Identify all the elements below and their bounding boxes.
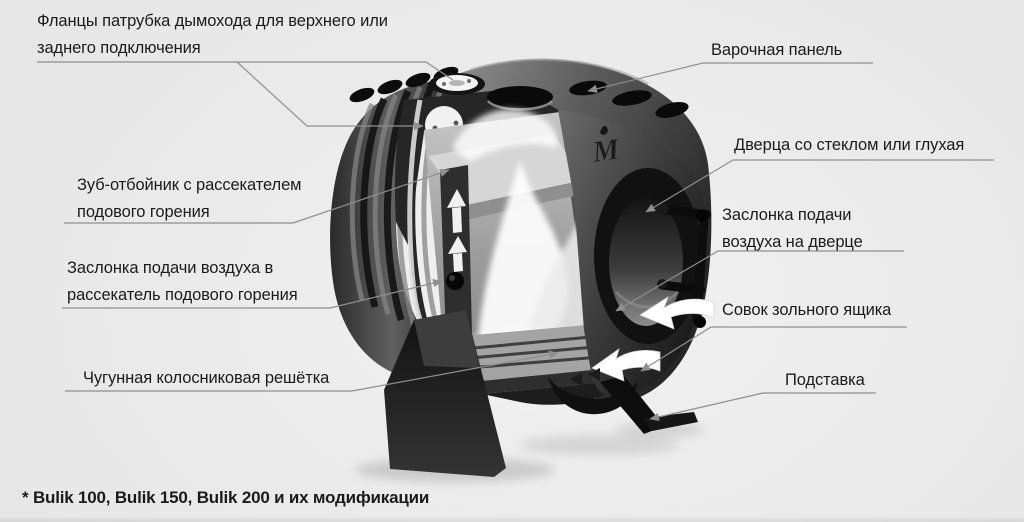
leader-cooktop (587, 62, 873, 93)
top-opening-2 (612, 90, 652, 106)
door-handle (657, 204, 712, 328)
label-door: Дверца со стеклом или глухая (734, 132, 964, 159)
handle-knob (696, 210, 708, 222)
footnote-models: * Bulik 100, Bulik 150, Bulik 200 и их м… (22, 488, 430, 507)
leader-door (645, 159, 994, 213)
label-line: Фланцы патрубка дымохода для верхнего ил… (37, 12, 388, 30)
air-arrow-door-icon (639, 296, 715, 330)
label-line: Заслонка подачи (722, 206, 852, 224)
label-line: воздуха на дверце (722, 233, 863, 251)
leader-stand (649, 392, 876, 422)
air-inlet-port (446, 272, 464, 290)
handle-knob (659, 204, 669, 214)
ash-bowl (548, 376, 638, 415)
cap-top-highlight (469, 58, 649, 86)
label-line: Совок зольного ящика (722, 301, 892, 319)
label-deflector: Зуб-отбойник с рассекателем подового гор… (77, 172, 302, 226)
air-chevrons-icon (570, 368, 600, 386)
label-hearth-damper: Заслонка подачи воздуха в рассекатель по… (67, 255, 298, 309)
brand-logo: М (589, 132, 622, 169)
label-stand: Подставка (785, 367, 865, 394)
label-line: заднего подключения (37, 39, 201, 57)
label-grate: Чугунная колосниковая решётка (83, 365, 329, 392)
leader-ash-scoop (640, 326, 907, 372)
tube-top-openings (349, 66, 459, 103)
top-opening-3 (655, 102, 689, 118)
label-line: рассекатель подового горения (67, 286, 298, 304)
leader-grate (65, 350, 559, 392)
brand-flame-icon (600, 125, 608, 135)
label-cooktop: Варочная панель (711, 37, 842, 64)
glass-reflection (614, 290, 680, 309)
label-ash-scoop: Совок зольного ящика (722, 297, 891, 324)
leader-flange-top (37, 61, 454, 81)
label-line: Варочная панель (711, 41, 843, 59)
leader-hearth-damper (62, 279, 443, 309)
label-line: Чугунная колосниковая решётка (83, 369, 330, 387)
label-line: Дверца со стеклом или глухая (734, 136, 965, 154)
handle-knob (694, 316, 706, 328)
leader-flange-rear (236, 61, 424, 131)
leader-lines (37, 61, 994, 422)
handle-bottom-bar (657, 280, 706, 295)
convection-tubes (330, 66, 468, 374)
central-opening-rim (487, 100, 553, 111)
label-line: Подставка (785, 371, 865, 389)
handle-rod (692, 212, 709, 324)
label-door-damper: Заслонка подачи воздуха на дверце (722, 202, 863, 256)
label-flue-flanges: Фланцы патрубка дымохода для верхнего ил… (37, 8, 388, 62)
airflow-arrows (570, 296, 715, 386)
label-line: Заслонка подачи воздуха в (67, 259, 274, 277)
bolt-hole (467, 79, 471, 83)
stand-left-facet (414, 310, 480, 368)
label-line: Зуб-отбойник с рассекателем (77, 176, 302, 194)
tubes-silhouette (330, 79, 468, 374)
label-line: подового горения (77, 203, 210, 221)
bolt-hole (442, 82, 446, 86)
stove-stand (384, 310, 698, 477)
door-glass (609, 198, 683, 326)
central-top-opening (487, 86, 553, 108)
up-arrow-icon (447, 189, 467, 272)
flange-plate-shade (449, 80, 465, 86)
leader-deflector (64, 168, 450, 224)
cooktop-openings (487, 80, 689, 118)
bolt-hole (453, 120, 459, 126)
flue-flange-top (429, 73, 485, 95)
shadow-center (520, 435, 680, 455)
air-inlet-highlight (449, 275, 455, 281)
leader-door-damper (615, 250, 904, 312)
shadow-right (615, 423, 705, 437)
